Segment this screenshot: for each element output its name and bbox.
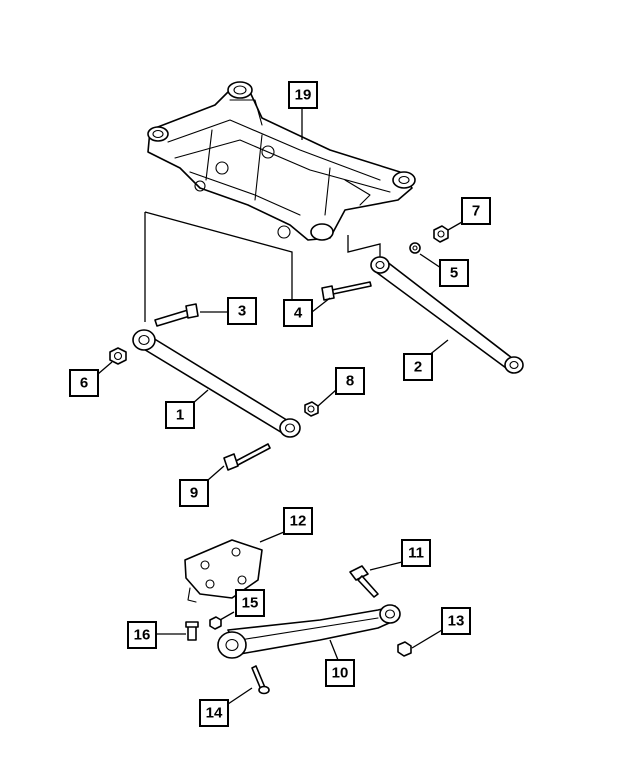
bolt-4 (321, 281, 372, 301)
callout-1: 1 (165, 401, 195, 429)
svg-text:15: 15 (242, 595, 259, 612)
bolt-9 (223, 443, 271, 471)
svg-text:11: 11 (408, 545, 424, 562)
leader-4 (311, 297, 331, 313)
callout-15: 15 (235, 589, 265, 617)
callout-10: 10 (325, 659, 355, 687)
rear-crossmember (147, 81, 416, 241)
lateral-link-right (370, 256, 524, 374)
svg-text:3: 3 (238, 303, 246, 320)
leader-8 (317, 389, 337, 407)
leader-12 (259, 531, 285, 543)
washer-5 (409, 242, 421, 254)
callout-4: 4 (283, 299, 313, 327)
leader-6 (97, 361, 113, 375)
callout-13: 13 (441, 607, 471, 635)
callout-9: 9 (179, 479, 209, 507)
leader-10 (329, 639, 339, 661)
leader-9 (207, 465, 225, 481)
callout-6: 6 (69, 369, 99, 397)
bolt-14 (251, 665, 270, 695)
callout-3: 3 (227, 297, 257, 325)
lateral-link-left (132, 329, 301, 438)
nut-8 (304, 401, 319, 417)
svg-text:5: 5 (450, 265, 458, 282)
nut-6 (109, 347, 127, 365)
nut-13 (397, 641, 412, 657)
svg-text:8: 8 (346, 373, 354, 390)
nut-7 (433, 225, 449, 243)
callout-16: 16 (127, 621, 157, 649)
callout-5: 5 (439, 259, 469, 287)
callout-11: 11 (401, 539, 431, 567)
svg-text:14: 14 (206, 705, 223, 722)
bolt-11 (349, 565, 379, 598)
bolt-3 (154, 303, 199, 327)
callout-2: 2 (403, 353, 433, 381)
svg-text:13: 13 (448, 613, 465, 630)
svg-text:10: 10 (332, 665, 349, 682)
leader-11 (369, 561, 403, 571)
trailing-arm (217, 604, 401, 659)
svg-text:4: 4 (294, 305, 303, 322)
svg-text:1: 1 (176, 407, 184, 424)
callout-14: 14 (199, 699, 229, 727)
leader-7 (447, 221, 463, 231)
svg-text:6: 6 (80, 375, 88, 392)
callout-8: 8 (335, 367, 365, 395)
nut-15 (209, 616, 222, 630)
svg-text:9: 9 (190, 485, 198, 502)
svg-text:19: 19 (295, 87, 312, 104)
callout-12: 12 (283, 507, 313, 535)
callout-19: 19 (288, 81, 318, 109)
leader-15 (219, 611, 235, 621)
callout-7: 7 (461, 197, 491, 225)
leader-14 (227, 687, 253, 705)
leader-13 (411, 629, 443, 649)
svg-text:12: 12 (290, 513, 307, 530)
svg-text:2: 2 (414, 359, 422, 376)
svg-text:7: 7 (472, 203, 480, 220)
bolt-16 (185, 621, 199, 641)
svg-text:16: 16 (134, 627, 151, 644)
